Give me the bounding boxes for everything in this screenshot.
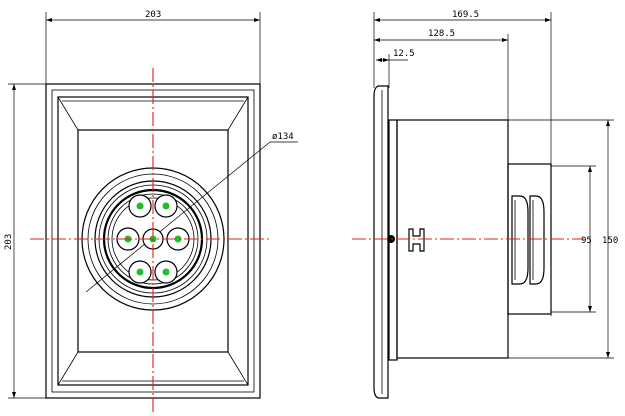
side-outer-height-dimension: 150 — [508, 119, 618, 359]
front-width-dimension: 203 — [45, 10, 261, 86]
side-flange-dimension: 12.5 — [376, 49, 415, 88]
side-inner-height-label: 95 — [581, 236, 592, 246]
side-outer-height-label: 150 — [602, 236, 618, 246]
side-depth-label: 169.5 — [452, 10, 479, 20]
side-flange-label: 12.5 — [393, 49, 415, 59]
front-height-dimension: 203 — [4, 83, 46, 399]
front-width-label: 203 — [145, 10, 161, 20]
spring-clip — [387, 228, 425, 252]
front-view: 203 203 — [4, 10, 298, 412]
side-flange — [373, 85, 389, 399]
front-height-label: 203 — [4, 234, 14, 250]
diameter-label: ø134 — [272, 132, 294, 142]
diameter-leader: ø134 — [85, 132, 298, 293]
fin-1 — [511, 195, 529, 285]
side-inner-height-dimension: 95 — [551, 165, 596, 313]
fin-2 — [529, 195, 545, 285]
side-view: 169.5 128.5 12.5 — [352, 10, 618, 399]
side-body-length-label: 128.5 — [428, 29, 455, 39]
